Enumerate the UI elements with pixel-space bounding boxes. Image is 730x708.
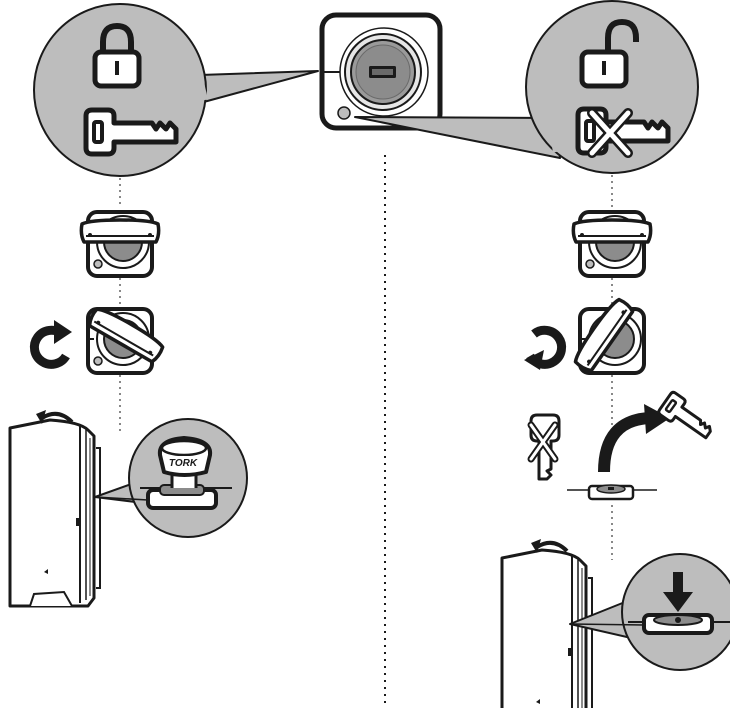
dispenser-icon: [8, 418, 102, 608]
right-lock-step-2: [570, 294, 646, 375]
tork-brand-label: TORK: [169, 458, 198, 469]
rotate-counterclockwise-icon: [524, 325, 567, 370]
press-down-arrow-icon: [663, 572, 693, 612]
left-lock-step-1: [79, 210, 161, 278]
right-press-callout: [569, 553, 730, 671]
left-callout-bubble: [33, 3, 319, 177]
right-lock-step-1: [571, 210, 653, 278]
open-lid-arrow-right-icon: [531, 539, 569, 553]
lock-flat: [567, 484, 657, 501]
main-lock-tile: [319, 12, 443, 131]
dispenser-right-icon: [500, 548, 594, 708]
left-lock-step-2: [85, 303, 167, 375]
padlock-closed-icon: [92, 22, 142, 89]
left-key-callout: TORK: [94, 418, 248, 538]
rotate-clockwise-icon: [29, 320, 72, 369]
key-removed-icon: [655, 389, 719, 446]
key-crossed-icon: [578, 109, 668, 158]
dotted-connectors: [119, 175, 613, 560]
padlock-open-icon: [579, 18, 639, 89]
key-crossed-small-icon: [527, 413, 561, 481]
open-lid-arrow-icon: [36, 410, 74, 424]
remove-key-arrow-icon: [598, 404, 670, 473]
